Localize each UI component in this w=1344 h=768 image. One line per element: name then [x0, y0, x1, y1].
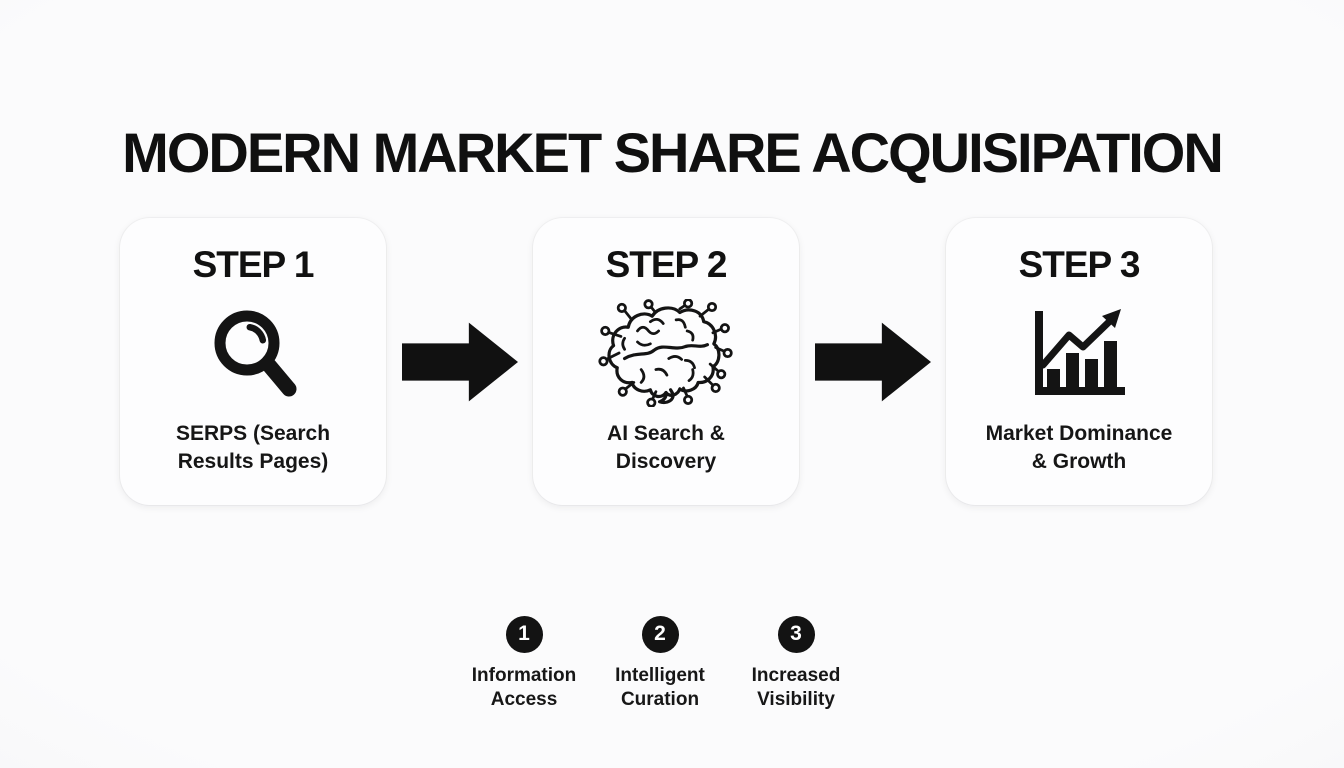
legend-label: Intelligent Curation: [615, 665, 705, 711]
step-label: AI Search & Discovery: [607, 422, 725, 473]
step-card-1: STEP 1 SERPS (Search Results Pages): [120, 218, 386, 505]
step-heading: STEP 1: [192, 244, 315, 285]
legend-number-badge: 3: [777, 616, 815, 653]
legend-item-1: 1 Information Access: [458, 616, 590, 713]
arrow-right-icon: [814, 322, 931, 401]
legend-number-badge: 2: [641, 616, 679, 653]
step-label: SERPS (Search Results Pages): [175, 422, 331, 473]
legend-label: Information Access: [471, 665, 577, 711]
step-label: Market Dominance & Growth: [985, 422, 1173, 473]
growth-chart-icon: [1027, 286, 1131, 420]
legend-item-3: 3 Increased Visibility: [730, 616, 862, 713]
legend-item-2: 2 Intelligent Curation: [594, 616, 726, 713]
page-title: MODERN MARKET SHARE ACQUISIPATION: [122, 120, 1224, 184]
legend: 1 Information Access 2 Intelligent Curat…: [458, 616, 862, 713]
circuit-brain-icon: [597, 286, 735, 420]
legend-number-badge: 1: [505, 616, 543, 653]
step-heading: STEP 2: [605, 244, 728, 285]
step-heading: STEP 3: [1018, 244, 1141, 285]
step-card-2: STEP 2: [533, 218, 799, 505]
steps-row: STEP 1 SERPS (Search Results Pages) STEP…: [120, 218, 1212, 505]
step-card-3: STEP 3 Market Dominance & Growth: [946, 218, 1212, 505]
arrow-right-icon: [401, 322, 518, 401]
legend-label: Increased Visibility: [751, 665, 841, 711]
magnifier-icon: [203, 286, 303, 420]
